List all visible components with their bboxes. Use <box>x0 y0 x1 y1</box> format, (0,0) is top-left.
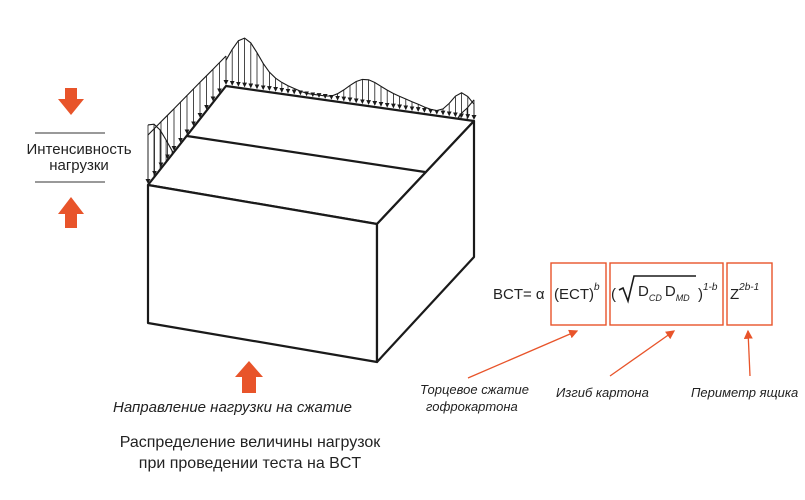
load-curve-back <box>225 37 475 112</box>
formula-close-paren: )1-b <box>698 282 717 303</box>
load-intensity-label: Интенсивность нагрузки <box>4 142 154 174</box>
ect-term-box <box>550 262 607 326</box>
formula-lhs: BCT= α <box>493 286 545 303</box>
perimeter-annotation: Периметр ящика <box>691 385 799 400</box>
formula-ect: (ECT)b <box>554 282 600 303</box>
figure-caption-line2: при проведении теста на BCT <box>138 455 362 472</box>
ect-text: (ECT) <box>554 286 594 303</box>
load-intensity-line2: нагрузки <box>49 157 109 174</box>
md-subscript: MD <box>675 293 690 303</box>
root-exponent: 1-b <box>703 282 718 293</box>
compression-direction-arrow-icon <box>235 361 263 393</box>
perimeter-pointer <box>743 329 753 377</box>
ect-exponent: b <box>594 282 600 293</box>
load-curve-left <box>147 55 227 136</box>
perimeter-term-box <box>726 262 773 326</box>
load-arrow-down-icon <box>58 88 84 115</box>
bend-pointer <box>609 330 676 377</box>
formula-z: Z2b-1 <box>730 282 759 303</box>
figure-caption: Распределение величины нагрузок при пров… <box>95 432 405 474</box>
close-paren: ) <box>698 286 703 303</box>
formula-open-paren: ( <box>611 286 616 303</box>
cd-subscript: CD <box>648 293 662 303</box>
ect-annotation-line2: гофрокартона <box>426 399 518 414</box>
z-letter: Z <box>730 286 740 303</box>
ect-annotation-line1: Торцевое сжатие <box>420 382 530 397</box>
load-intensity-line1: Интенсивность <box>26 141 132 158</box>
d-cd-letter: D <box>638 283 649 300</box>
ect-annotation: Торцевое сжатие гофрокартона <box>420 381 529 415</box>
ect-pointer <box>467 329 579 379</box>
direction-caption: Направление нагрузки на сжатие <box>113 399 353 416</box>
z-exponent: 2b-1 <box>739 282 760 293</box>
carton-box <box>146 84 476 364</box>
figure-caption-line1: Распределение величины нагрузок <box>119 434 381 451</box>
load-arrow-up-icon <box>58 197 84 228</box>
d-md-letter: D <box>664 283 676 300</box>
bending-term-box <box>609 262 724 326</box>
bend-annotation: Изгиб картона <box>556 385 649 400</box>
sqrt-sign-icon <box>618 275 696 304</box>
load-distribution-back <box>145 38 477 184</box>
